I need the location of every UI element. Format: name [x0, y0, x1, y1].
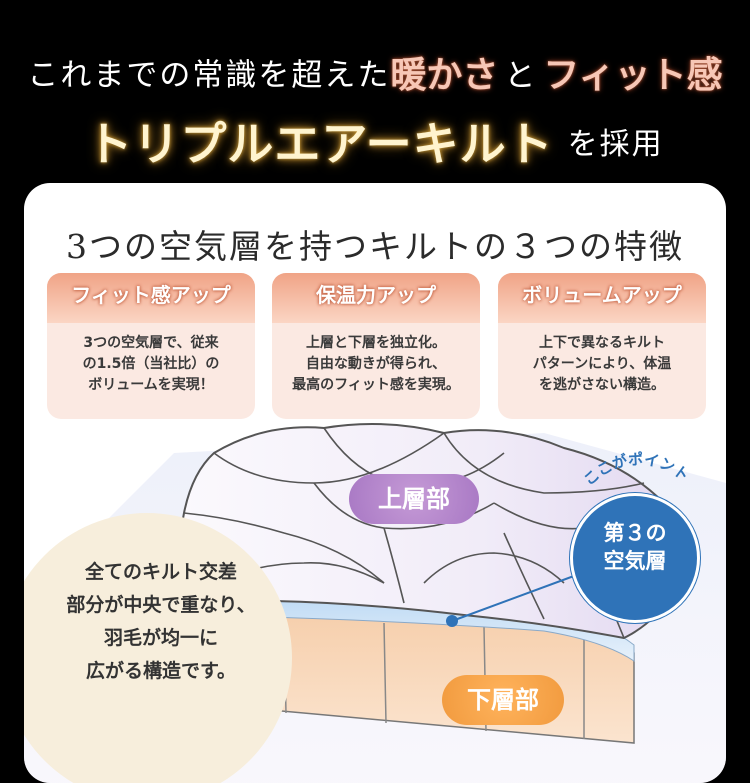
feature-card-warmth: 保温力アップ 上層と下層を独立化。 自由な動きが得られ、 最高のフィット感を実現… — [272, 273, 480, 419]
card-body: 上下で異なるキルト パターンにより、体温 を逃がさない構造。 — [498, 333, 706, 396]
headline-line2: トリプルエアーキルトを採用 — [0, 108, 750, 174]
note-text: 全てのキルト交差 部分が中央で重なり、 羽毛が均一に 広がる構造です。 — [46, 556, 276, 688]
card-text-line: パターンにより、体温 — [532, 356, 672, 372]
card-title: ボリュームアップ — [522, 283, 682, 307]
card-text-line: を逃がさない構造。 — [539, 377, 665, 393]
point-badge — [570, 493, 700, 623]
feature-card-fit: フィット感アップ 3つの空気層で、従来 の1.5倍（当社比）の ボリュームを実現… — [47, 273, 255, 419]
card-header — [47, 273, 255, 323]
note-line: 広がる構造です。 — [85, 660, 237, 682]
panel-title: 3つの空気層を持つキルトの３つの特徴 — [66, 227, 684, 266]
card-title: フィット感アップ — [71, 283, 231, 307]
pointer-dot — [446, 615, 458, 627]
upper-layer-label: 上層部 — [349, 474, 479, 524]
card-body: 3つの空気層で、従来 の1.5倍（当社比）の ボリュームを実現！ — [47, 333, 255, 396]
headline-line1: これまでの常識を超えた暖かさとフィット感 — [0, 46, 750, 98]
note-circle — [24, 513, 292, 783]
card-text-line: 最高のフィット感を実現。 — [292, 377, 460, 393]
card-header — [498, 273, 706, 323]
card-title: 保温力アップ — [316, 283, 436, 307]
note-line: 羽毛が均一に — [103, 627, 218, 649]
card-text-line: 上下で異なるキルト — [539, 335, 665, 351]
point-line: 第３の — [603, 521, 667, 545]
feature-card-volume: ボリュームアップ 上下で異なるキルト パターンにより、体温 を逃がさない構造。 — [498, 273, 706, 419]
headline-suffix: を採用 — [567, 127, 664, 162]
headline-warmth: 暖かさ — [390, 54, 499, 96]
card-body: 上層と下層を独立化。 自由な動きが得られ、 最高のフィット感を実現。 — [272, 333, 480, 396]
point-badge-text: 第３の 空気層 — [570, 519, 700, 575]
feature-panel: 3つの空気層を持つキルトの３つの特徴 — [24, 183, 726, 783]
point-line: 空気層 — [603, 549, 667, 573]
headline-prefix: これまでの常識を超えた — [27, 57, 391, 94]
card-text-line: の1.5倍（当社比）の — [82, 356, 220, 372]
card-header — [272, 273, 480, 323]
note-line: 部分が中央で重なり、 — [66, 594, 256, 616]
lower-layer-label: 下層部 — [442, 675, 564, 725]
headline-conjunction: と — [504, 57, 538, 94]
note-line: 全てのキルト交差 — [84, 561, 237, 583]
card-text-line: 上層と下層を独立化。 — [306, 335, 446, 351]
card-text-line: ボリュームを実現！ — [88, 377, 214, 393]
card-text-line: 自由な動きが得られ、 — [305, 356, 447, 372]
headline-fit: フィット感 — [543, 54, 723, 96]
pointer-line — [451, 572, 583, 622]
product-name: トリプルエアーキルト — [86, 117, 554, 171]
card-text-line: 3つの空気層で、従来 — [83, 335, 219, 351]
